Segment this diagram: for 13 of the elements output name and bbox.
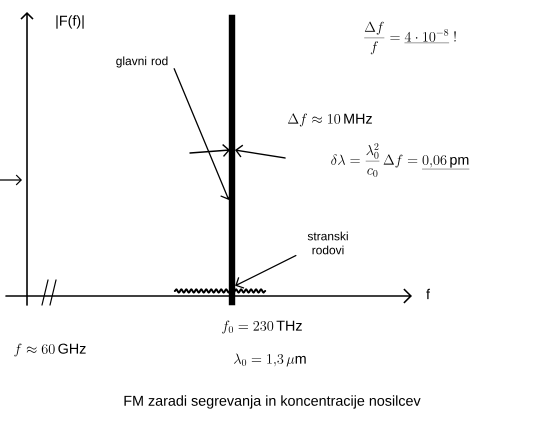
formula: $f_0 = 230\,\mathrm{THz}$ bbox=[222, 320, 302, 334]
arrow bbox=[235, 254, 296, 289]
axis-label: f bbox=[426, 288, 430, 300]
caption: FM zaradi segrevanja in koncentracije nosilcev bbox=[124, 395, 421, 409]
sideband-drawing bbox=[174, 288, 266, 294]
note-text: stranski rodovi bbox=[308, 232, 348, 254]
formula: $\lambda_0 = 1{,}3\,\mu\mathrm{m}$ bbox=[234, 354, 306, 367]
formula: $\Delta f \approx 10\,\mathrm{MHz}$ bbox=[288, 113, 372, 126]
formula: $\delta\lambda = \frac{\lambda_0^2}{c_0}\,\Delta f = \underline{0{,}06\,\mathrm{pm}}$ bbox=[331, 143, 470, 177]
formula: $\frac{\Delta f}{f} = \underline{4\cdot 10^{-8}}\;!$ bbox=[364, 22, 456, 54]
note-text: glavni rod bbox=[116, 56, 168, 68]
formula: $f \approx 60\,\mathrm{GHz}$ bbox=[14, 344, 86, 357]
axis-label: |F(f)| bbox=[56, 15, 84, 29]
